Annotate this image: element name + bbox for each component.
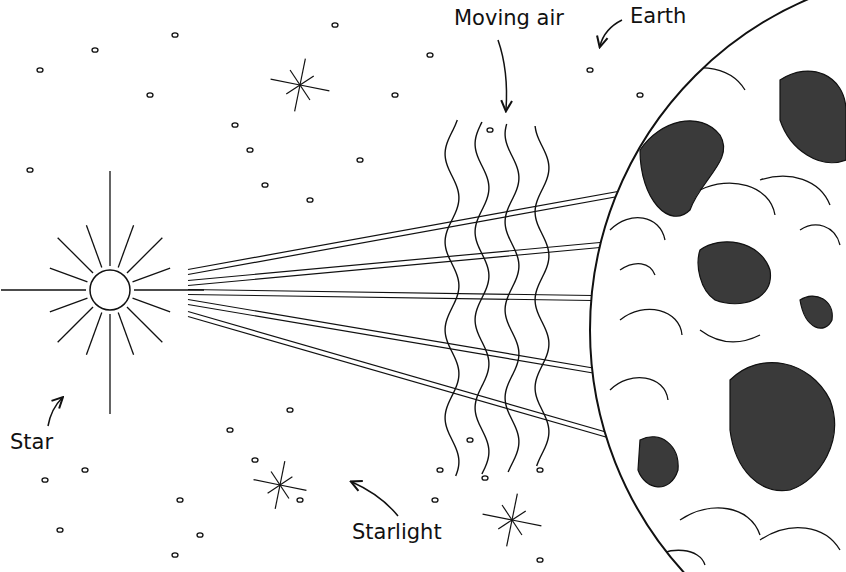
space-dot <box>332 23 338 27</box>
cloud-swirl <box>760 528 840 550</box>
space-dot <box>432 498 438 502</box>
space-dot <box>27 168 33 172</box>
earth-globe <box>590 0 846 572</box>
star-symbol <box>1 171 204 414</box>
cloud-swirl <box>610 218 665 240</box>
space-dot <box>177 498 183 502</box>
space-dot <box>482 476 488 480</box>
space-dot <box>427 53 433 57</box>
cloud-swirl <box>760 176 830 205</box>
label-text: Star <box>8 430 55 455</box>
space-dot <box>392 93 398 97</box>
cloud-swirl <box>660 68 745 90</box>
space-dot <box>252 458 258 462</box>
continent <box>638 437 678 487</box>
space-dot <box>232 123 238 127</box>
continent <box>698 242 770 304</box>
cloud-swirl <box>700 330 760 342</box>
space-dot <box>487 128 493 132</box>
leader-arrow <box>352 482 398 516</box>
space-dot <box>92 48 98 52</box>
small-star <box>483 494 542 547</box>
cloud-swirl <box>620 309 682 335</box>
cloud-swirl <box>620 264 655 275</box>
space-dot <box>227 428 233 432</box>
space-dot <box>297 498 303 502</box>
label-text: Earth <box>628 4 688 29</box>
space-dot <box>247 148 253 152</box>
space-dot <box>537 558 543 562</box>
space-dot <box>467 438 473 442</box>
cloud-swirl <box>610 378 668 400</box>
space-dot <box>197 533 203 537</box>
space-dot <box>172 33 178 37</box>
space-dot <box>172 553 178 557</box>
space-dot <box>147 93 153 97</box>
space-dot <box>437 468 443 472</box>
space-dot <box>287 408 293 412</box>
cloud-swirl <box>680 508 760 535</box>
continent <box>640 121 724 216</box>
cloud-swirl <box>650 550 705 565</box>
leader-arrow <box>498 40 507 110</box>
small-star <box>271 59 330 112</box>
continent <box>800 296 832 328</box>
space-dot <box>587 68 593 72</box>
space-dot <box>537 468 543 472</box>
space-dot <box>37 68 43 72</box>
space-dot <box>57 528 63 532</box>
moving-air-waves <box>445 120 549 476</box>
leader-arrow <box>48 398 62 426</box>
cloud-swirl <box>700 183 775 215</box>
continent <box>780 71 846 163</box>
leader-arrow <box>600 20 622 46</box>
space-dot <box>637 93 643 97</box>
continent <box>730 363 834 491</box>
space-dot <box>262 183 268 187</box>
space-dot <box>82 468 88 472</box>
space-dot <box>357 158 363 162</box>
label-text: Starlight <box>350 520 444 545</box>
starlight-beams <box>188 188 640 443</box>
label-text: Moving air <box>452 6 566 31</box>
small-star <box>254 461 307 509</box>
cloud-swirl <box>800 225 840 245</box>
space-dot <box>307 198 313 202</box>
space-dot <box>42 478 48 482</box>
